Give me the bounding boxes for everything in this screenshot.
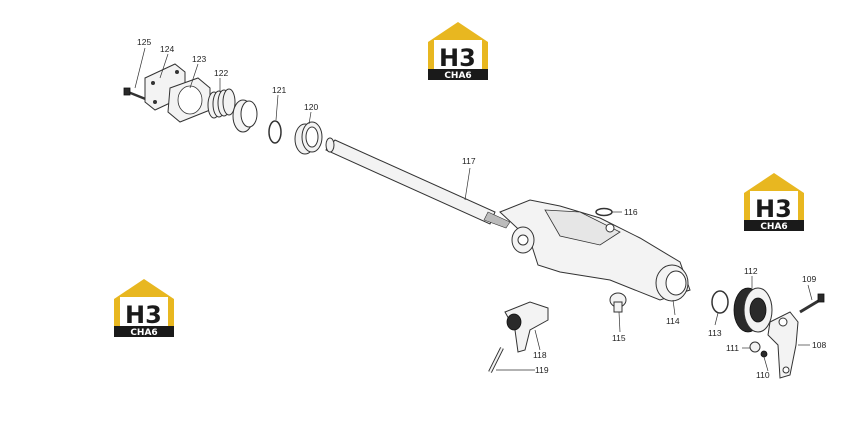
part-116-o-ring	[595, 207, 613, 217]
part-111-washer	[749, 341, 761, 353]
logo-watermark-right: H3 CHA6	[744, 173, 804, 232]
part-110-nut	[760, 350, 768, 358]
logo-letters: H3	[439, 44, 476, 72]
callout-115: 115	[612, 333, 626, 343]
callout-113: 113	[708, 328, 722, 338]
part-108-lever	[767, 311, 799, 379]
callout-118: 118	[533, 350, 547, 360]
leader-lines	[134, 47, 813, 372]
part-123-gasket	[167, 77, 211, 123]
part-117-shaft	[325, 137, 511, 229]
part-113-ring	[711, 290, 729, 314]
logo-caption: CHA6	[760, 222, 787, 232]
part-118-bracket	[504, 301, 549, 353]
logo-letters: H3	[755, 195, 792, 223]
callout-109: 109	[802, 274, 816, 284]
callout-110: 110	[756, 370, 770, 380]
callout-121: 121	[272, 85, 286, 95]
part-119-pin	[488, 347, 504, 373]
callout-123: 123	[192, 54, 206, 64]
callout-112: 112	[744, 266, 758, 276]
callout-120: 120	[304, 102, 318, 112]
part-121-ring	[268, 120, 282, 144]
callout-114: 114	[666, 316, 680, 326]
callout-116: 116	[624, 207, 638, 217]
callout-111: 111	[726, 343, 739, 353]
callout-125: 125	[137, 37, 151, 47]
callout-108: 108	[812, 340, 826, 350]
logo-watermark-top: H3 CHA6	[428, 22, 488, 81]
callout-124: 124	[160, 44, 174, 54]
part-114-housing	[499, 199, 691, 302]
callout-119: 119	[535, 365, 549, 375]
logo-caption: CHA6	[444, 71, 471, 81]
logo-letters: H3	[125, 301, 162, 329]
part-109-bolt	[799, 293, 825, 314]
callout-numbers: 125 124 123 122 121 120 117 116 112 109 …	[137, 37, 826, 380]
callout-117: 117	[462, 156, 476, 166]
part-125-bolt	[123, 87, 149, 102]
logo-watermark-left: H3 CHA6	[114, 279, 174, 338]
logo-caption: CHA6	[130, 328, 157, 338]
callout-122: 122	[214, 68, 228, 78]
part-122-spring	[207, 88, 236, 119]
part-112-pulley	[733, 287, 773, 333]
part-122-sleeve	[232, 99, 258, 133]
part-120-bushing	[294, 121, 323, 155]
part-115-plug	[609, 292, 627, 313]
